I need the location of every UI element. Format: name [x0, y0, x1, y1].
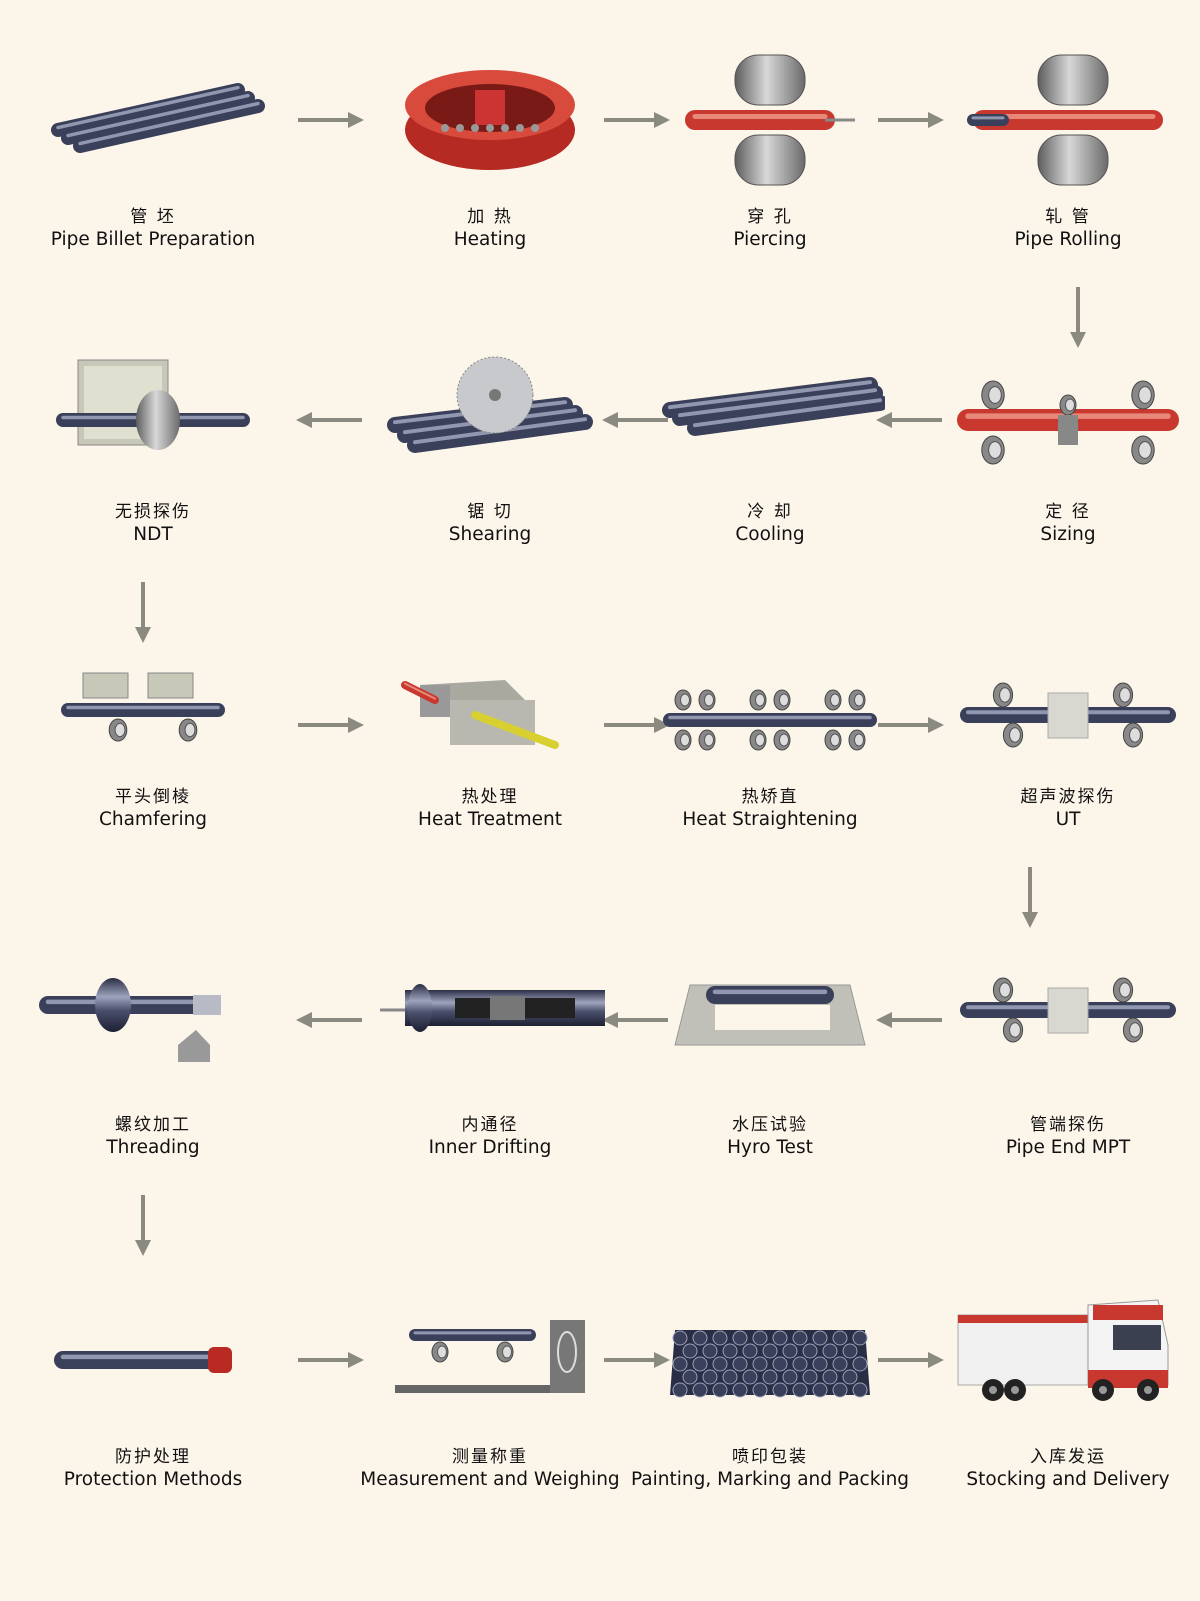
step-label-english: Heating [453, 229, 527, 250]
step-label-chinese: 冷 却 [747, 502, 793, 522]
step-label-chinese: 超声波探伤 [1020, 787, 1116, 807]
step-label-chinese: 定 径 [1045, 502, 1091, 522]
step-label-english: Hyro Test [727, 1137, 813, 1158]
step-label-english: Stocking and Delivery [966, 1469, 1170, 1490]
step-label-chinese: 穿 孔 [747, 207, 793, 227]
ndt-icon [38, 350, 268, 490]
step-label-chinese: 平头倒棱 [115, 787, 191, 807]
step-label-english: Pipe Billet Preparation [50, 229, 256, 250]
step-label-english: Piercing [733, 229, 807, 250]
step-label-english: Inner Drifting [428, 1137, 552, 1158]
step-label-chinese: 内通径 [461, 1115, 519, 1135]
chamfering-icon [38, 655, 268, 795]
step-label-chinese: 水压试验 [732, 1115, 808, 1135]
step-label-english: Shearing [448, 524, 532, 545]
step-label-chinese: 管 坯 [130, 207, 176, 227]
step-label-chinese: 喷印包装 [732, 1447, 808, 1467]
ultrasonic-icon [953, 655, 1183, 795]
protector-cap-icon [38, 1290, 268, 1430]
step-label-chinese: 管端探伤 [1030, 1115, 1106, 1135]
step-label-chinese: 锯 切 [467, 502, 513, 522]
hydro-test-icon [655, 950, 885, 1090]
step-label-english: NDT [133, 524, 173, 545]
step-label-english: Pipe End MPT [1005, 1137, 1131, 1158]
step-label-english: Chamfering [98, 809, 208, 830]
step-label-english: Protection Methods [63, 1469, 243, 1490]
step-label-english: Cooling [735, 524, 805, 545]
pipe-bundle-icon [655, 1290, 885, 1430]
drift-icon [375, 950, 605, 1090]
step-label-english: Painting, Marking and Packing [630, 1469, 910, 1490]
step-label-english: Measurement and Weighing [360, 1469, 620, 1490]
piercing-rolls-icon [655, 50, 885, 190]
billets-icon [38, 50, 268, 190]
saw-icon [375, 350, 605, 490]
weighing-icon [375, 1290, 605, 1430]
pipe-end-mpt-icon [953, 950, 1183, 1090]
step-label-chinese: 热矫直 [741, 787, 799, 807]
sizing-mill-icon [953, 350, 1183, 490]
step-label-chinese: 无损探伤 [115, 502, 191, 522]
step-label-chinese: 入库发运 [1030, 1447, 1106, 1467]
step-label-english: Heat Straightening [682, 809, 858, 830]
step-label-english: UT [1055, 809, 1081, 830]
step-label-chinese: 加 热 [467, 207, 513, 227]
step-label-english: Threading [106, 1137, 200, 1158]
step-label-chinese: 螺纹加工 [115, 1115, 191, 1135]
threading-icon [38, 950, 268, 1090]
step-label-english: Pipe Rolling [1014, 229, 1122, 250]
step-label-chinese: 测量称重 [452, 1447, 528, 1467]
step-label-chinese: 热处理 [461, 787, 519, 807]
step-label-chinese: 轧 管 [1045, 207, 1091, 227]
truck-icon [953, 1290, 1183, 1430]
step-label-english: Sizing [1040, 524, 1096, 545]
cooling-pipes-icon [655, 350, 888, 490]
furnace-icon [375, 50, 605, 190]
heat-treatment-icon [375, 655, 605, 795]
rolling-mill-icon [953, 50, 1183, 190]
step-label-english: Heat Treatment [418, 809, 562, 830]
straightener-icon [655, 655, 885, 795]
step-label-chinese: 防护处理 [115, 1447, 191, 1467]
